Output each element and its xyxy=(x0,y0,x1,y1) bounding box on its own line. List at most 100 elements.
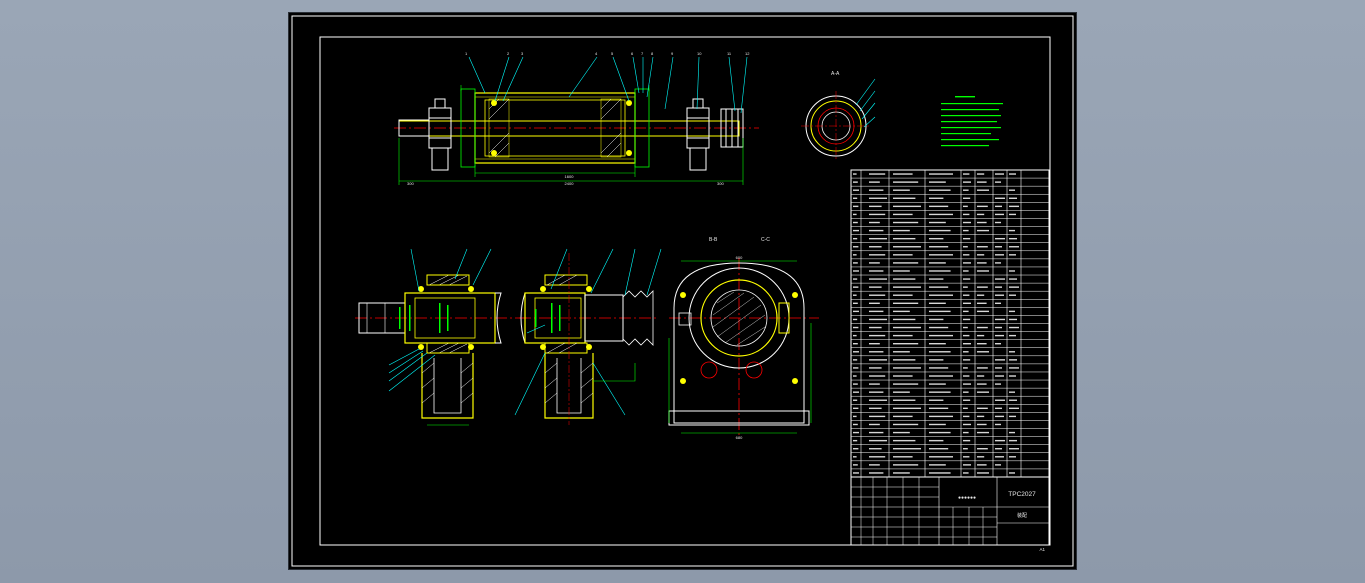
parts-cell-glyphs xyxy=(1009,375,1016,377)
parts-cell-glyphs xyxy=(1009,448,1019,450)
parts-cell-glyphs xyxy=(893,391,910,393)
parts-cell-glyphs xyxy=(869,213,886,216)
parts-cell-glyphs xyxy=(995,448,1002,450)
parts-cell-glyphs xyxy=(963,375,970,377)
inner-frame xyxy=(319,36,1051,546)
parts-cell-glyphs xyxy=(995,415,1004,418)
parts-cell-glyphs xyxy=(963,213,970,216)
parts-cell-glyphs xyxy=(977,302,987,304)
parts-cell-glyphs xyxy=(963,254,970,256)
elevation-leaders xyxy=(468,56,748,114)
parts-cell-glyphs xyxy=(869,229,884,232)
parts-cell-glyphs xyxy=(977,407,988,410)
parts-cell-glyphs xyxy=(929,246,949,248)
parts-cell-glyphs xyxy=(977,310,989,313)
parts-cell-glyphs xyxy=(1009,359,1017,361)
parts-cell-glyphs xyxy=(929,423,946,426)
parts-cell-glyphs xyxy=(963,173,970,175)
parts-cell-glyphs xyxy=(995,197,1005,199)
parts-cell-glyphs xyxy=(893,310,910,313)
parts-cell-glyphs xyxy=(893,318,916,321)
parts-cell-glyphs xyxy=(869,383,880,385)
parts-cell-glyphs xyxy=(853,464,858,466)
parts-cell-glyphs xyxy=(1009,456,1016,458)
parts-cell-glyphs xyxy=(929,310,951,313)
parts-cell-glyphs xyxy=(995,439,1005,442)
parts-cell-glyphs xyxy=(963,423,971,426)
svg-text:3: 3 xyxy=(521,51,524,56)
parts-cell-glyphs xyxy=(893,464,919,466)
parts-cell-glyphs xyxy=(893,213,913,216)
parts-cell-glyphs xyxy=(893,375,913,377)
parts-cell-glyphs xyxy=(893,254,913,256)
parts-cell-glyphs xyxy=(963,334,970,337)
parts-cell-glyphs xyxy=(963,391,969,393)
parts-cell-glyphs xyxy=(893,326,921,329)
parts-cell-glyphs xyxy=(977,262,987,264)
parts-cell-glyphs xyxy=(853,173,857,175)
parts-cell-glyphs xyxy=(977,294,985,296)
parts-cell-glyphs xyxy=(893,278,916,280)
parts-cell-glyphs xyxy=(869,431,884,434)
parts-cell-glyphs xyxy=(963,270,969,272)
parts-cell-glyphs xyxy=(893,302,919,304)
parts-cell-glyphs xyxy=(853,391,859,393)
parts-cell-glyphs xyxy=(853,229,859,232)
parts-cell-glyphs xyxy=(929,326,949,329)
elevation-dimensions xyxy=(398,85,744,185)
parts-cell-glyphs xyxy=(963,302,971,304)
parts-cell-glyphs xyxy=(869,270,884,272)
parts-cell-glyphs xyxy=(1009,318,1017,321)
parts-cell-glyphs xyxy=(929,278,944,280)
parts-cell-glyphs xyxy=(869,278,887,280)
parts-cell-glyphs xyxy=(995,221,1001,224)
parts-cell-glyphs xyxy=(893,334,913,337)
parts-cell-glyphs xyxy=(963,367,968,369)
right-bearing-housing xyxy=(686,98,710,171)
parts-cell-glyphs xyxy=(869,237,887,240)
parts-cell-glyphs xyxy=(853,213,857,216)
parts-cell-glyphs xyxy=(1009,229,1015,232)
parts-cell-glyphs xyxy=(869,294,886,296)
svg-text:●●●●●●: ●●●●●● xyxy=(958,495,976,501)
parts-cell-glyphs xyxy=(929,351,951,353)
parts-cell-glyphs xyxy=(853,254,857,256)
parts-cell-glyphs xyxy=(853,431,859,434)
parts-cell-glyphs xyxy=(853,359,858,361)
parts-cell-glyphs xyxy=(977,391,989,393)
parts-cell-glyphs xyxy=(853,343,858,345)
parts-cell-glyphs xyxy=(929,254,953,256)
parts-cell-glyphs xyxy=(995,294,1004,296)
parts-cell-glyphs xyxy=(963,197,971,199)
parts-cell-glyphs xyxy=(853,278,858,280)
parts-cell-glyphs xyxy=(977,246,988,248)
parts-cell-glyphs xyxy=(995,262,1001,264)
parts-cell-glyphs xyxy=(963,246,968,248)
parts-cell-glyphs xyxy=(869,439,887,442)
parts-cell-glyphs xyxy=(977,367,988,369)
parts-cell-glyphs xyxy=(853,286,859,288)
parts-cell-glyphs xyxy=(977,472,989,474)
parts-cell-glyphs xyxy=(853,310,859,313)
right-hub-hatch xyxy=(600,98,622,158)
parts-cell-glyphs xyxy=(929,464,946,466)
parts-cell-glyphs xyxy=(963,415,970,418)
parts-cell-glyphs xyxy=(963,431,969,434)
parts-cell-glyphs xyxy=(853,439,858,442)
parts-cell-glyphs xyxy=(963,456,970,458)
title-block: ●●●●●● TPC2027 装配 A1 xyxy=(850,476,1050,552)
parts-cell-glyphs xyxy=(1009,407,1019,410)
right-end-plate xyxy=(634,88,650,168)
parts-cell-glyphs xyxy=(929,189,951,191)
parts-cell-glyphs xyxy=(893,383,919,385)
parts-cell-glyphs xyxy=(1009,213,1016,216)
pulley xyxy=(720,108,744,148)
parts-cell-glyphs xyxy=(853,318,858,321)
parts-cell-glyphs xyxy=(1009,472,1015,474)
parts-cell-glyphs xyxy=(929,439,944,442)
parts-cell-glyphs xyxy=(977,448,988,450)
main-shaft xyxy=(398,120,740,137)
parts-cell-glyphs xyxy=(995,343,1001,345)
